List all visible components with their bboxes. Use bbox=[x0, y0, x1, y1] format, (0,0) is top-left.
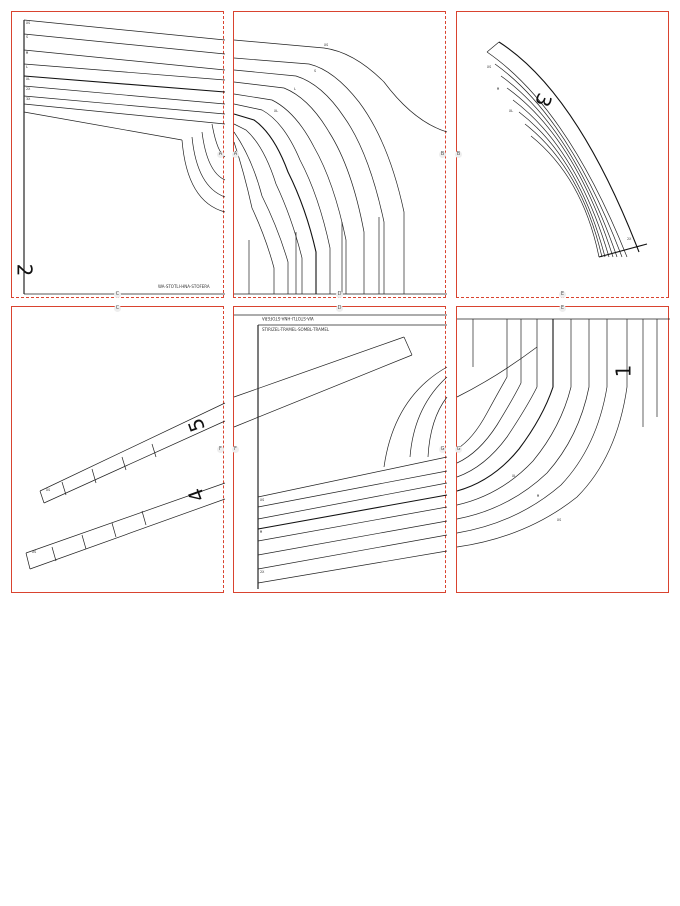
piece-number: 1 bbox=[611, 364, 636, 378]
tile-b3: XS M XL 1 E G bbox=[455, 305, 670, 593]
pattern-lines-a1: XS S M L XL 2X 3X bbox=[23, 19, 226, 295]
piece-number: 2 bbox=[12, 263, 37, 277]
svg-text:2X: 2X bbox=[260, 570, 265, 574]
svg-text:XL: XL bbox=[274, 109, 278, 113]
pattern-lines-b1: XS XS bbox=[25, 402, 226, 570]
svg-text:M: M bbox=[497, 87, 500, 91]
align-marker-a: A bbox=[232, 151, 239, 158]
align-marker-d: D bbox=[336, 291, 343, 298]
align-marker-g: G bbox=[439, 446, 446, 453]
align-marker-d: D bbox=[336, 305, 343, 312]
pattern-caption: STIRIZEL-TRAMEL-SOMBL-TRAMEL bbox=[262, 327, 330, 332]
pattern-lines-b3: XS M XL bbox=[456, 318, 670, 548]
tile-a3: XS M XL 2X 3 B E bbox=[455, 11, 669, 298]
pattern-caption: WA-STOTLI-HNA-STOFERA bbox=[158, 284, 210, 289]
pattern-lines-b2: XS M 2X bbox=[233, 314, 448, 589]
align-marker-e: E bbox=[559, 305, 566, 312]
svg-text:XL: XL bbox=[509, 109, 513, 113]
align-marker-f: F bbox=[232, 446, 239, 453]
align-marker-c: C bbox=[114, 291, 121, 298]
tile-a1: XS S M L XL 2X 3X 2 WA-STOTLI-HNA-STOFER… bbox=[11, 11, 226, 298]
svg-text:S: S bbox=[26, 35, 28, 39]
tile-a2: XS S L XL D A B bbox=[232, 11, 448, 298]
svg-text:XS: XS bbox=[46, 488, 50, 492]
tile-b2: XS M 2X WA-STOTLI-HNA-STOFERA STIRIZEL-T… bbox=[232, 305, 448, 593]
svg-text:XL: XL bbox=[26, 77, 30, 81]
tile-b1: XS XS 5 4 C F bbox=[11, 305, 226, 593]
svg-text:XS: XS bbox=[260, 498, 264, 502]
svg-text:2X: 2X bbox=[26, 87, 31, 91]
align-marker-c: C bbox=[114, 305, 121, 312]
svg-text:M: M bbox=[537, 494, 540, 498]
svg-text:XS: XS bbox=[26, 21, 30, 25]
svg-text:XL: XL bbox=[512, 474, 516, 478]
svg-text:L: L bbox=[26, 65, 28, 69]
svg-text:L: L bbox=[294, 87, 296, 91]
align-marker-e: E bbox=[559, 291, 566, 298]
align-marker-b: B bbox=[439, 151, 446, 158]
svg-text:3X: 3X bbox=[26, 97, 31, 101]
svg-text:XS: XS bbox=[487, 65, 491, 69]
pattern-caption-top: WA-STOTLI-HNA-STOFERA bbox=[262, 316, 314, 321]
align-marker-g: G bbox=[455, 446, 462, 453]
pattern-lines-a2: XS S L XL bbox=[233, 39, 448, 295]
pattern-lines-a3: XS M XL 2X bbox=[486, 41, 648, 258]
align-marker-a: A bbox=[217, 151, 224, 158]
align-marker-b: B bbox=[455, 151, 462, 158]
svg-text:XS: XS bbox=[557, 518, 561, 522]
svg-text:M: M bbox=[260, 530, 263, 534]
svg-text:2X: 2X bbox=[627, 237, 632, 241]
align-marker-f: F bbox=[217, 446, 224, 453]
svg-text:S: S bbox=[314, 69, 316, 73]
svg-text:XS: XS bbox=[324, 43, 328, 47]
svg-text:M: M bbox=[26, 51, 29, 55]
svg-text:XS: XS bbox=[32, 550, 36, 554]
